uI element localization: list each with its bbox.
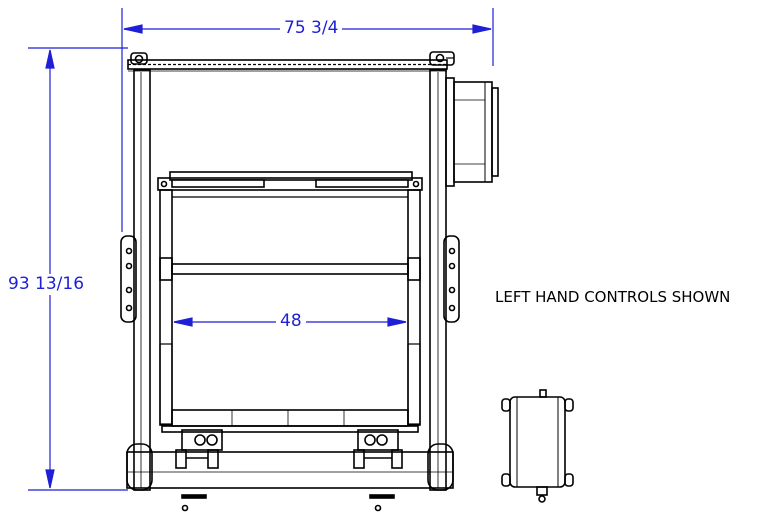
- left-side-bracket: [120, 235, 137, 323]
- carriage-frame: [157, 171, 423, 426]
- inner-width-label: 48: [276, 313, 306, 330]
- control-box: [501, 389, 574, 503]
- drive-motor: [445, 77, 499, 187]
- base-frame: [126, 443, 454, 512]
- top-left-bracket: [130, 52, 148, 65]
- controls-note: LEFT HAND CONTROLS SHOWN: [495, 288, 731, 306]
- top-right-bracket: [429, 51, 455, 66]
- right-side-bracket: [443, 235, 460, 323]
- overall-width-label: 75 3/4: [280, 20, 343, 37]
- dimension-lines: [28, 8, 494, 491]
- platform: [161, 409, 419, 433]
- right-clevis-assembly: [353, 429, 403, 469]
- left-clevis-assembly: [175, 429, 223, 469]
- top-roller-bar: [127, 59, 448, 72]
- overall-height-label: 93 13/16: [6, 274, 87, 295]
